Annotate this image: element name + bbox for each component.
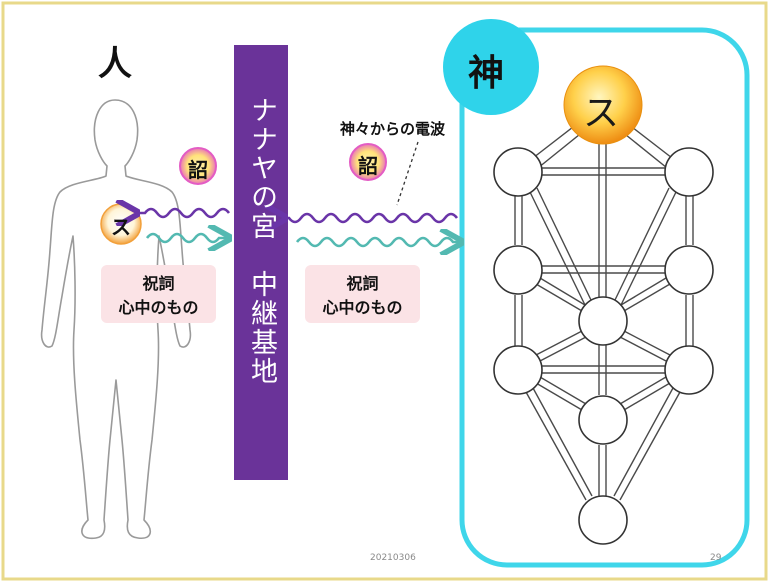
mikotonori-divine-label: 詔 <box>358 154 378 178</box>
sephira-circle <box>664 245 714 295</box>
footer-page-number: 29 <box>710 553 722 563</box>
norito-left-line1: 祝詞 <box>142 274 175 293</box>
kami-label: 神 <box>468 53 505 94</box>
tree-of-life-icon <box>493 109 714 545</box>
human-label: 人 <box>98 44 132 84</box>
norito-label-bg-right <box>305 265 420 323</box>
radio-wave-label: 神々からの電波 <box>340 120 446 138</box>
su-divine-label: ス <box>583 93 620 134</box>
wave-arrow-from-divine <box>283 214 459 222</box>
footer-date: 20210306 <box>370 553 416 563</box>
sephira-circle <box>664 345 714 395</box>
su-human-label: ス <box>111 215 131 239</box>
sephira-circle <box>578 495 628 545</box>
mikotonori-badge-human <box>179 147 217 185</box>
mikotonori-human-label: 詔 <box>188 158 208 182</box>
wave-arrow-to-human <box>135 209 231 217</box>
sephira-circle <box>578 395 628 445</box>
norito-right-line1: 祝詞 <box>346 274 379 293</box>
relay-pillar <box>234 45 288 480</box>
divine-frame <box>459 27 750 568</box>
sephira-circle <box>493 147 543 197</box>
pillar-label: ナナヤの宮 中継基地 <box>246 96 277 386</box>
su-divine-circle <box>563 65 643 145</box>
norito-left-line2: 心中のもの <box>118 298 199 317</box>
kami-badge <box>443 19 539 115</box>
mikotonori-badge-divine <box>349 143 387 181</box>
norito-label-bg-left <box>101 265 216 323</box>
sephira-circle <box>664 147 714 197</box>
sephira-circle <box>493 245 543 295</box>
norito-right-line2: 心中のもの <box>322 298 403 317</box>
wave-arrow-from-human <box>145 234 227 242</box>
sephira-circle <box>493 345 543 395</box>
sephira-circle <box>578 296 628 346</box>
wave-arrow-to-divine <box>295 238 459 246</box>
radio-wave-pointer <box>396 141 419 206</box>
